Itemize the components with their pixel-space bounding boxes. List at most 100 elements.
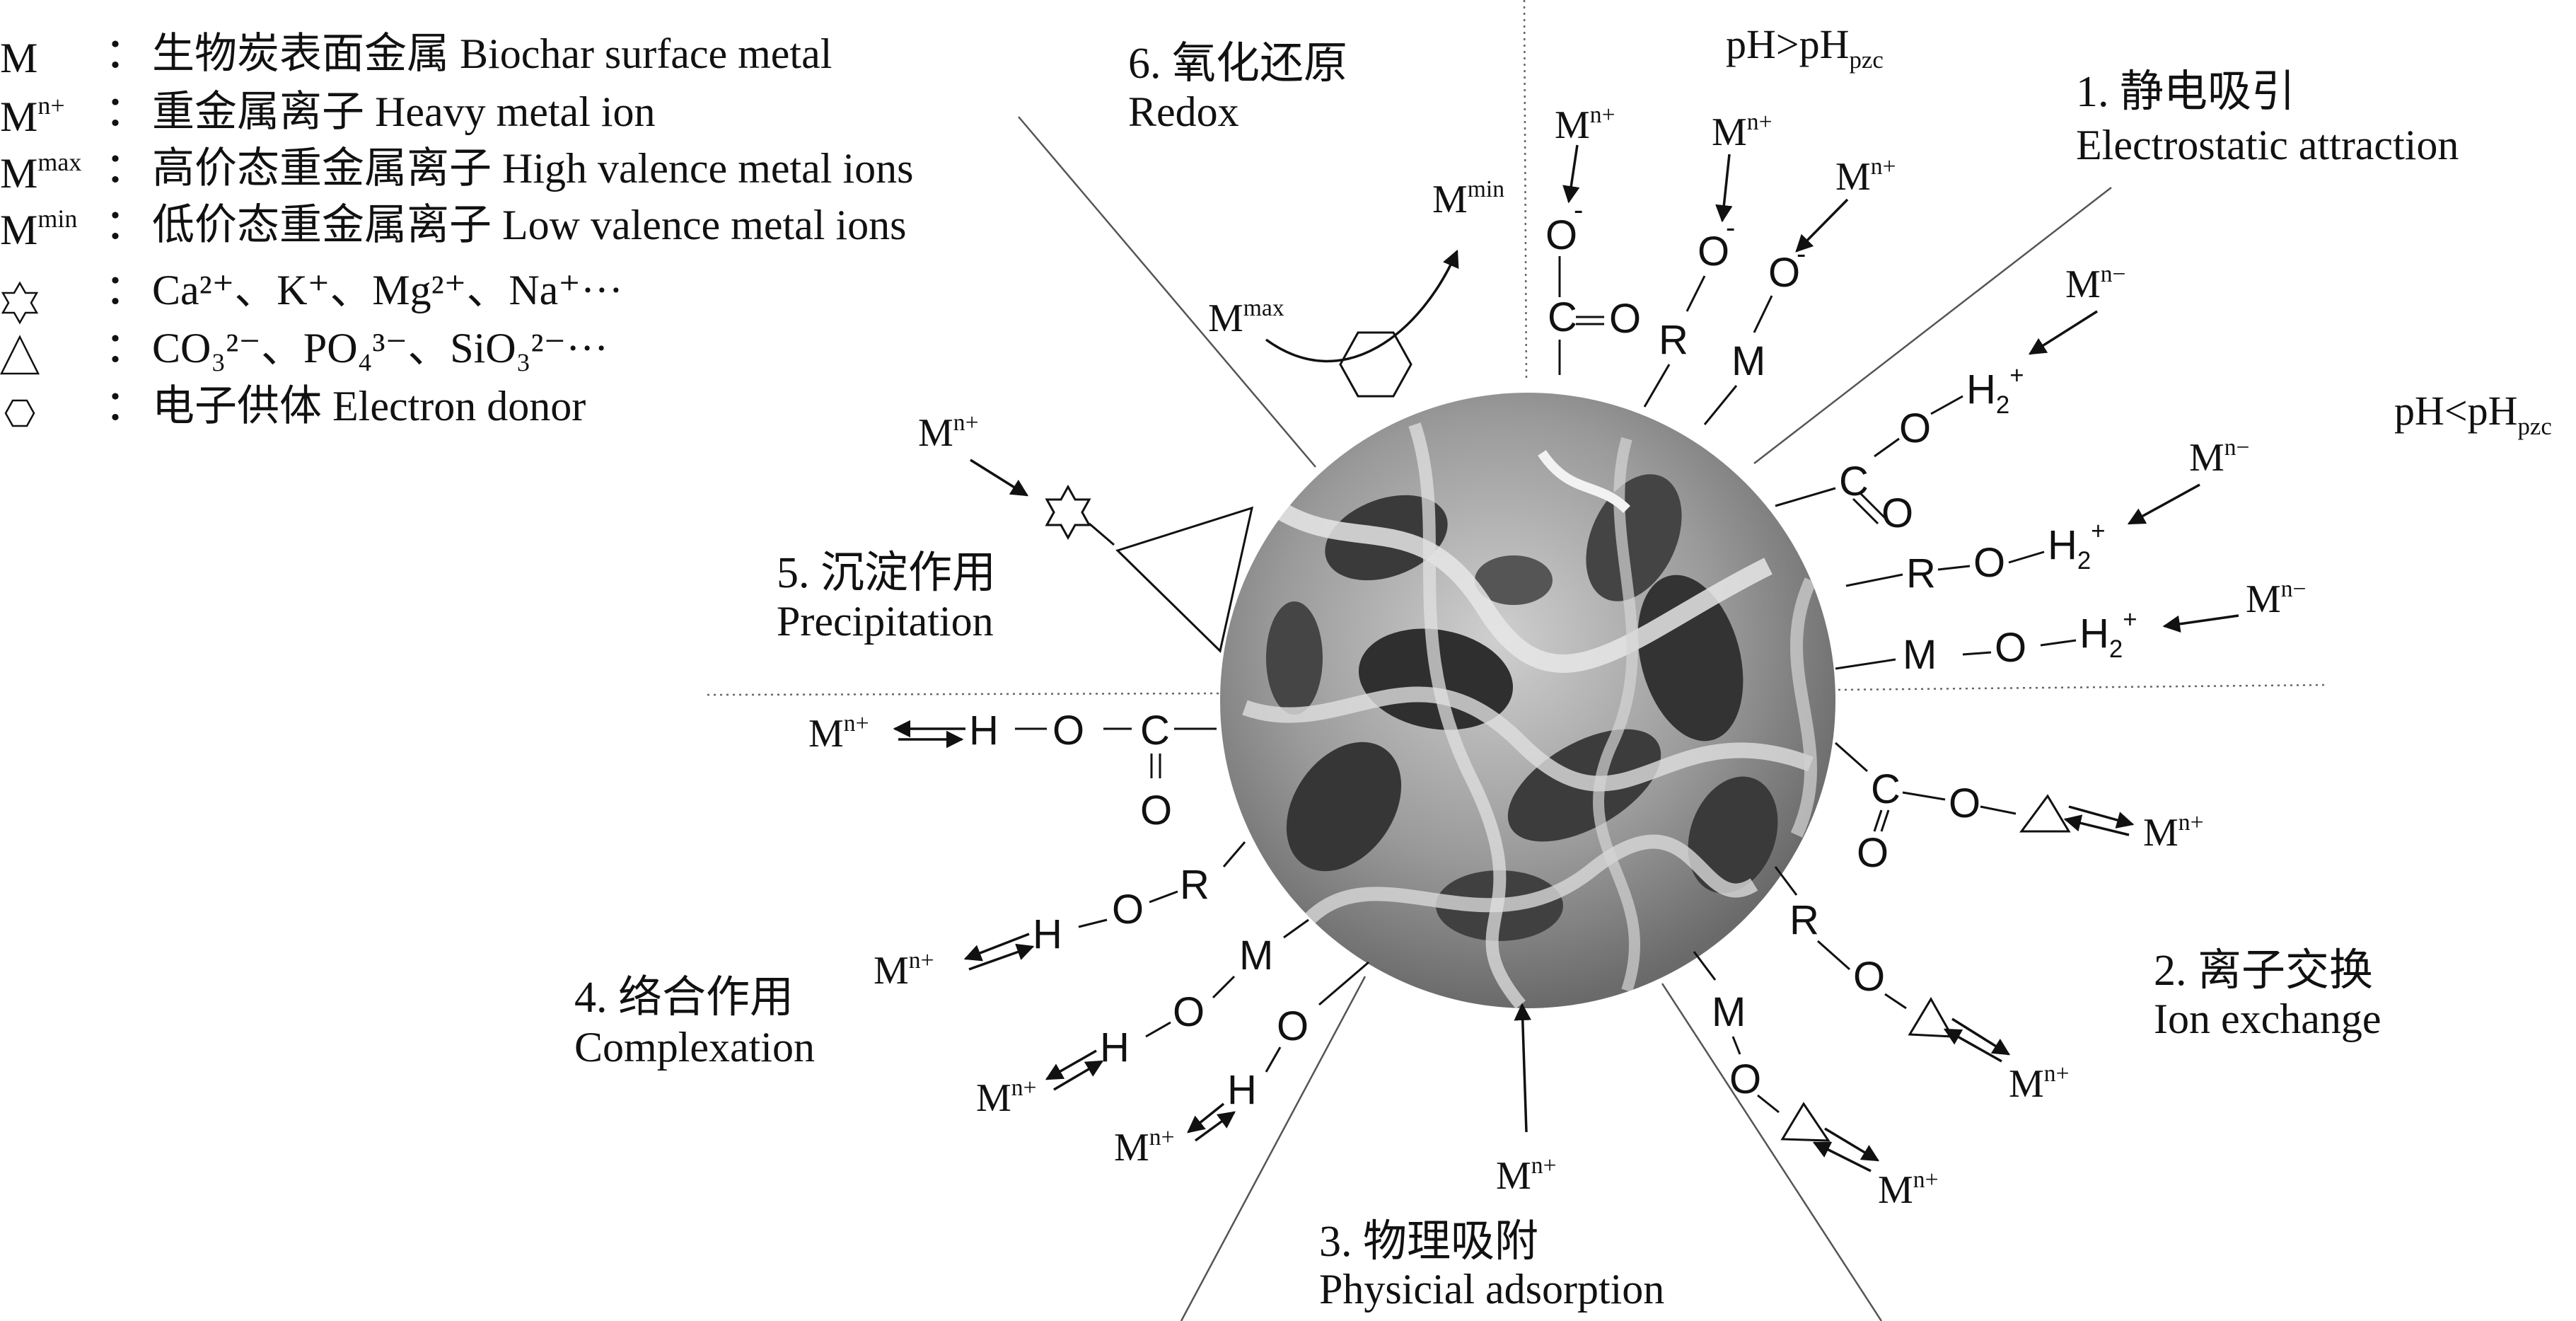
legend-symbol: M (0, 35, 37, 81)
atom-o: O (1949, 780, 1980, 826)
legend-desc: 电子供体 Electron donor (152, 383, 586, 429)
atom-r: R (1906, 550, 1936, 596)
atom-c: C (1871, 766, 1901, 812)
atom-m: M (1731, 338, 1765, 384)
anion-triangle-icon (1115, 506, 1254, 653)
legend-symbol: Mmin (0, 204, 77, 253)
triangle-icon (0, 335, 40, 375)
legend-colon: ： (105, 267, 147, 313)
ion-m-n-plus: Mn+ (976, 1075, 1037, 1120)
ion-m-n-minus: Mn− (2246, 576, 2307, 621)
atom-o: O (1853, 954, 1885, 1000)
atom-h: H (969, 708, 999, 754)
atom-m: M (1712, 989, 1746, 1035)
legend-symbol: Mn+ (0, 91, 65, 140)
atom-o: O (1277, 1003, 1309, 1049)
precipitation-group: Mn+ (918, 410, 1254, 653)
ion-m-n-plus: Mn+ (1555, 102, 1615, 147)
atom-h: H (1100, 1025, 1130, 1071)
legend-row-anions: ： CO₃²⁻、PO₄³⁻、SiO₃²⁻··· (0, 325, 608, 375)
ion-m-n-minus: Mn− (2065, 261, 2126, 306)
atom-c: C (1548, 294, 1577, 340)
ion-m-n-plus: Mn+ (1496, 1153, 1557, 1198)
cation-star-icon (1045, 484, 1091, 541)
physical-label-en: Physicial adsorption (1319, 1266, 1664, 1313)
ion-m-n-plus: Mn+ (808, 710, 869, 756)
legend-row-high-valence: Mmax ： 高价态重金属离子 High valence metal ions (0, 145, 913, 197)
atom-r: R (1180, 862, 1209, 908)
ph-low-label: pH<pHpzc (2394, 388, 2552, 440)
ion-m-min: Mmin (1432, 176, 1504, 221)
electrostatic-high-ph: Mn+ O - C O Mn+ O - R Mn+ O - M (1545, 102, 1896, 425)
ion-m-n-plus: Mn+ (2143, 809, 2204, 855)
legend-row-heavy-metal-ion: Mn+ ： 重金属离子 Heavy metal ion (0, 88, 656, 140)
atom-o: O (1112, 887, 1144, 933)
ion-m-n-plus: Mn+ (1878, 1167, 1939, 1212)
star-icon (1, 281, 39, 325)
atom-o: O (1995, 625, 2026, 671)
complexation-group: C O O H Mn+ R O H Mn+ M O H Mn+ O H (808, 708, 1369, 1170)
atom-o: O (1052, 708, 1084, 754)
atom-o: O (1857, 830, 1889, 876)
ion-m-max: Mmax (1208, 295, 1284, 340)
anion-triangle-icon (2019, 794, 2071, 833)
atom-o: O (1729, 1056, 1761, 1102)
anion-triangle-icon (1908, 997, 1954, 1038)
atom-o: O (1768, 250, 1800, 296)
electrostatic-label-zh: 1. 静电吸引 (2076, 68, 2295, 116)
legend-colon: ： (105, 145, 147, 192)
atom-h: H (1033, 911, 1062, 957)
legend-desc: 重金属离子 Heavy metal ion (152, 88, 656, 135)
charge-minus: - (1797, 238, 1806, 270)
legend-colon: ： (105, 88, 147, 135)
atom-m: M (1239, 933, 1273, 979)
legend-row-cations: ： Ca²⁺、K⁺、Mg²⁺、Na⁺··· (1, 267, 623, 325)
ion-m-n-plus: Mn+ (2009, 1061, 2070, 1106)
redox-group: Mmax Mmin (1208, 176, 1504, 398)
ion-exchange-label-zh: 2. 离子交换 (2154, 947, 2373, 995)
electron-donor-hexagon-icon (1339, 331, 1412, 398)
ion-m-n-plus: Mn+ (918, 410, 979, 455)
redox-label-zh: 6. 氧化还原 (1128, 40, 1347, 88)
sector-dividers (707, 0, 2328, 1321)
atom-o: O (1698, 229, 1729, 275)
precipitation-label-zh: 5. 沉淀作用 (777, 549, 996, 597)
ion-m-n-plus: Mn+ (1835, 154, 1896, 199)
biochar-particle (1220, 393, 1835, 1008)
ph-high-label: pH>pHpzc (1726, 21, 1884, 74)
legend-row-electron-donor: ： 电子供体 Electron donor (4, 383, 586, 429)
legend-colon: ： (105, 383, 147, 429)
atom-r: R (1659, 317, 1688, 363)
ion-m-n-plus: Mn+ (874, 947, 934, 993)
charge-minus: - (1574, 195, 1583, 226)
atom-c: C (1140, 708, 1170, 754)
ion-m-n-plus: Mn+ (1712, 109, 1773, 154)
hexagon-icon (4, 399, 35, 427)
physical-adsorption-group: Mn+ (1496, 1003, 1557, 1198)
atom-o: O (1899, 405, 1931, 451)
redox-label-en: Redox (1128, 88, 1239, 135)
atom-o: O (1173, 989, 1205, 1035)
group-h2-plus: H2+ (2048, 517, 2106, 575)
porous-texture (1242, 422, 1817, 1008)
physical-label-zh: 3. 物理吸附 (1319, 1218, 1538, 1266)
atom-o: O (1881, 490, 1913, 536)
electrostatic-low-ph: Mn− H2+ O C O Mn− H2+ O R Mn− H2+ O M (1775, 261, 2307, 678)
atom-o: O (1140, 788, 1172, 833)
mechanism-labels: 6. 氧化还原 Redox 1. 静电吸引 Electrostatic attr… (574, 40, 2459, 1313)
atom-o: O (1545, 212, 1577, 258)
anion-triangle-icon (1780, 1102, 1831, 1142)
electrostatic-label-en: Electrostatic attraction (2076, 122, 2459, 168)
legend-desc: 生物炭表面金属 Biochar surface metal (152, 30, 832, 77)
atom-h: H (1227, 1067, 1257, 1113)
legend: M ： 生物炭表面金属 Biochar surface metal Mn+ ： … (0, 30, 913, 429)
ion-m-n-plus: Mn+ (1114, 1124, 1175, 1170)
legend-desc: 低价态重金属离子 Low valence metal ions (152, 202, 906, 248)
atom-r: R (1789, 897, 1819, 943)
ph-labels: pH>pHpzc pH<pHpzc (1726, 21, 2552, 440)
legend-desc: Ca²⁺、K⁺、Mg²⁺、Na⁺··· (152, 267, 623, 313)
ion-exchange-label-en: Ion exchange (2154, 996, 2381, 1042)
complexation-label-zh: 4. 络合作用 (574, 974, 794, 1022)
precipitation-label-en: Precipitation (777, 598, 994, 645)
